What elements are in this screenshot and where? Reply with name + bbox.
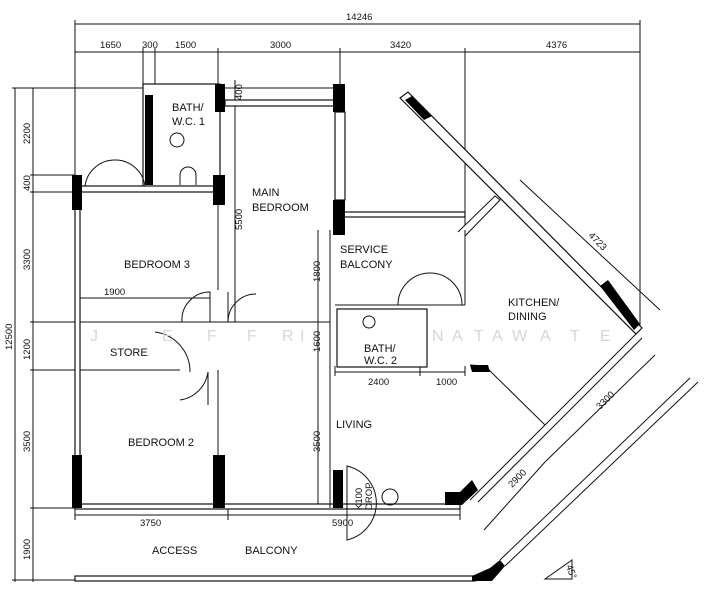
room-store: STORE [110, 347, 148, 359]
svg-text:W.C. 2: W.C. 2 [364, 355, 397, 367]
svg-text:F: F [247, 328, 257, 345]
dimension-lines [12, 20, 661, 582]
room-bedroom3: BEDROOM 3 [124, 259, 190, 271]
doors [84, 132, 573, 580]
svg-text:300: 300 [142, 40, 158, 51]
svg-text:K100: K100 [354, 488, 365, 510]
svg-text:4723: 4723 [586, 230, 609, 253]
room-bath1: BATH/ [172, 102, 205, 114]
svg-text:1800: 1800 [312, 261, 323, 282]
svg-text:DROP: DROP [364, 483, 375, 510]
svg-text:3420: 3420 [390, 40, 411, 51]
watermark: J E F F R I N A T A W A T E [90, 328, 611, 345]
svg-text:E: E [162, 328, 173, 345]
svg-text:1000: 1000 [436, 377, 457, 388]
svg-text:3300: 3300 [594, 389, 617, 412]
svg-text:3500: 3500 [312, 431, 323, 452]
room-living: LIVING [336, 419, 372, 431]
room-bath2: BATH/ [364, 343, 397, 355]
svg-text:T: T [570, 328, 580, 345]
svg-text:14246: 14246 [346, 12, 372, 23]
svg-text:R: R [282, 328, 294, 345]
room-service-balcony: SERVICE [340, 244, 388, 256]
svg-text:1900: 1900 [104, 287, 125, 298]
svg-text:N: N [432, 328, 444, 345]
svg-text:2200: 2200 [22, 123, 33, 144]
svg-text:45°: 45° [563, 563, 578, 580]
svg-text:E: E [600, 328, 611, 345]
svg-text:T: T [474, 328, 484, 345]
room-labels: BATH/ W.C. 1 MAIN BEDROOM BEDROOM 3 STOR… [110, 102, 560, 557]
walls [72, 83, 699, 582]
svg-text:1600: 1600 [312, 331, 323, 352]
svg-text:F: F [207, 328, 217, 345]
svg-text:3000: 3000 [270, 40, 291, 51]
svg-text:1200: 1200 [22, 339, 33, 360]
svg-text:1500: 1500 [175, 40, 196, 51]
svg-text:A: A [492, 328, 503, 345]
svg-text:BALCONY: BALCONY [340, 259, 393, 271]
svg-text:4376: 4376 [546, 40, 567, 51]
svg-text:3750: 3750 [140, 518, 161, 529]
room-balcony: BALCONY [245, 545, 298, 557]
room-main-bedroom: MAIN [252, 187, 280, 199]
svg-text:400: 400 [22, 175, 33, 191]
svg-text:400: 400 [234, 84, 245, 100]
room-kitchen: KITCHEN/ [508, 297, 560, 309]
svg-text:3300: 3300 [22, 249, 33, 270]
svg-text:2400: 2400 [368, 377, 389, 388]
svg-text:BEDROOM: BEDROOM [252, 202, 309, 214]
svg-text:1650: 1650 [100, 40, 121, 51]
svg-text:12500: 12500 [4, 324, 15, 350]
svg-text:W: W [512, 328, 528, 345]
svg-text:J: J [90, 328, 98, 345]
svg-text:I: I [300, 328, 304, 345]
svg-text:1900: 1900 [22, 539, 33, 560]
svg-text:A: A [540, 328, 551, 345]
room-bedroom2: BEDROOM 2 [128, 437, 194, 449]
svg-text:3500: 3500 [22, 431, 33, 452]
svg-text:5900: 5900 [332, 518, 353, 529]
room-access: ACCESS [152, 545, 197, 557]
svg-text:A: A [452, 328, 463, 345]
svg-text:DINING: DINING [508, 311, 547, 323]
svg-text:W.C. 1: W.C. 1 [172, 116, 205, 128]
svg-text:5500: 5500 [234, 209, 245, 230]
